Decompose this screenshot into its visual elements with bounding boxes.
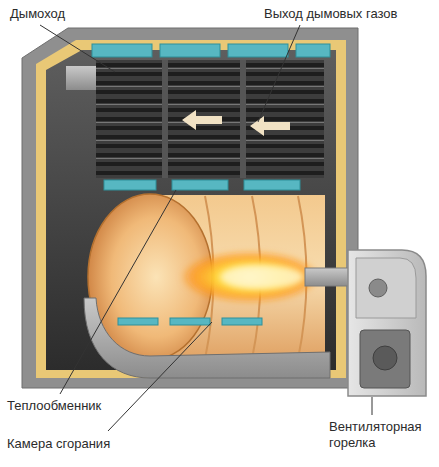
fin — [96, 72, 324, 76]
flow-arrow — [250, 116, 290, 136]
burner-tube — [305, 268, 353, 286]
insulation-block — [118, 318, 158, 325]
heat-exchanger — [92, 44, 330, 190]
insulation-block — [172, 180, 228, 190]
leader-line — [258, 25, 300, 122]
fin-edge — [96, 104, 324, 105]
fan-burner — [305, 250, 426, 396]
part-label: Дымоход — [8, 6, 67, 22]
fin-divider — [162, 60, 168, 178]
chamber-shell — [84, 298, 330, 378]
flame — [180, 251, 320, 303]
boiler-casing — [22, 28, 358, 388]
fin — [96, 108, 324, 112]
flow-arrow — [182, 110, 222, 130]
insulation-block — [104, 180, 156, 190]
leader-line — [60, 190, 176, 394]
leader-line — [40, 25, 115, 72]
fin-edge — [96, 86, 324, 87]
flame-core — [220, 265, 304, 289]
fin — [96, 90, 324, 94]
insulation-block — [296, 44, 330, 57]
burner-motor — [360, 330, 410, 388]
fin — [96, 81, 324, 85]
outer-shell — [22, 28, 358, 388]
leader-line — [372, 397, 373, 415]
burner-housing — [348, 250, 426, 396]
fin-highlights — [96, 69, 324, 159]
fan-hub — [369, 279, 387, 297]
part-label: Выход дымовых газов — [262, 6, 399, 22]
insulation-block — [160, 44, 220, 57]
fin-edge — [96, 68, 324, 69]
fin — [96, 162, 324, 166]
insulation-block — [244, 180, 300, 190]
fin — [96, 153, 324, 157]
fin-block — [96, 60, 324, 178]
leader-line — [108, 322, 212, 431]
insulation-block — [92, 44, 152, 57]
fin — [96, 171, 324, 175]
fins — [96, 63, 324, 175]
fin-divider — [240, 60, 246, 178]
fan-cover — [356, 258, 416, 318]
motor-end — [373, 346, 397, 370]
part-label: Камера сгорания — [5, 436, 112, 452]
insulation — [36, 40, 346, 378]
fin-edge — [96, 158, 324, 159]
fin — [96, 135, 324, 139]
fin — [96, 99, 324, 103]
part-label: Вентиляторная горелка — [327, 419, 435, 451]
part-label: Теплообменник — [5, 398, 103, 414]
insulation-block — [170, 318, 210, 325]
fin-edge — [96, 140, 324, 141]
fin — [96, 144, 324, 148]
fin — [96, 63, 324, 67]
insulation-block — [228, 44, 288, 57]
leader-lines — [40, 25, 372, 431]
insulation-block — [222, 318, 262, 325]
